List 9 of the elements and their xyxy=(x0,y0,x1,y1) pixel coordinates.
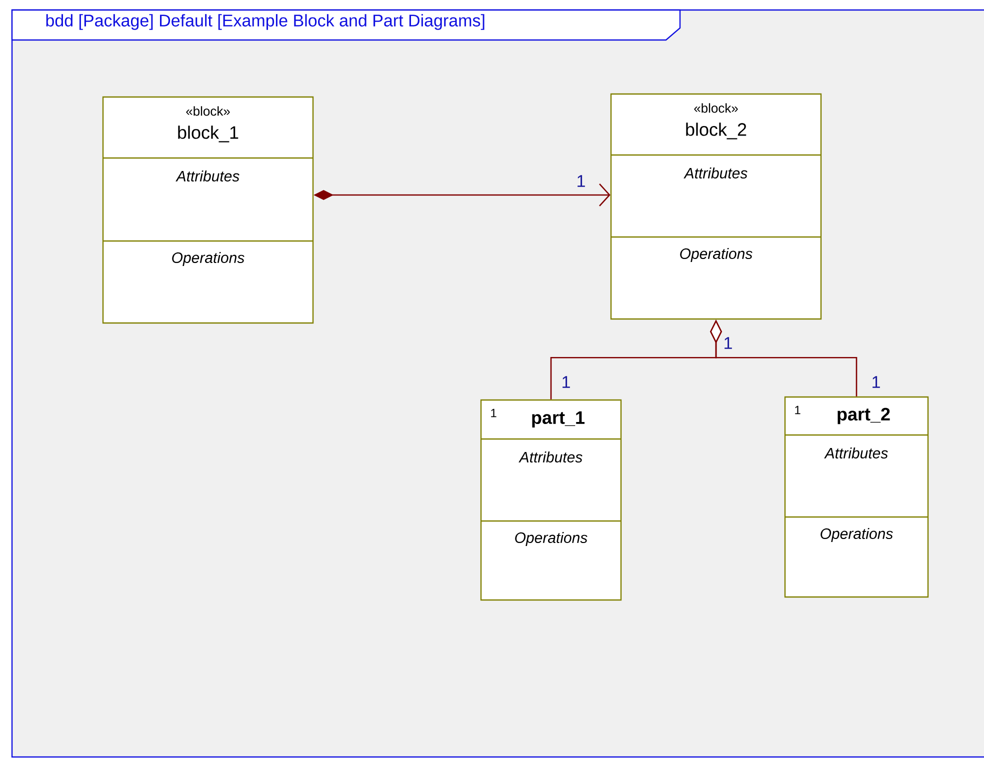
title-tab: bdd [Package] Default [Example Block and Part Diagrams] xyxy=(11,9,681,41)
block-box: 1 part_2 Attributes Operations xyxy=(784,396,929,598)
block-box: «block» block_1 Attributes Operations xyxy=(102,96,314,324)
multiplicity-label: 1 xyxy=(578,175,585,187)
block-box: 1 part_1 Attributes Operations xyxy=(480,399,622,601)
multiplicity-label: 1 xyxy=(562,376,570,388)
multiplicity-label: 1 xyxy=(872,376,880,388)
multiplicity-label: 1 xyxy=(724,337,732,349)
block-box: «block» block_2 Attributes Operations xyxy=(610,93,822,320)
